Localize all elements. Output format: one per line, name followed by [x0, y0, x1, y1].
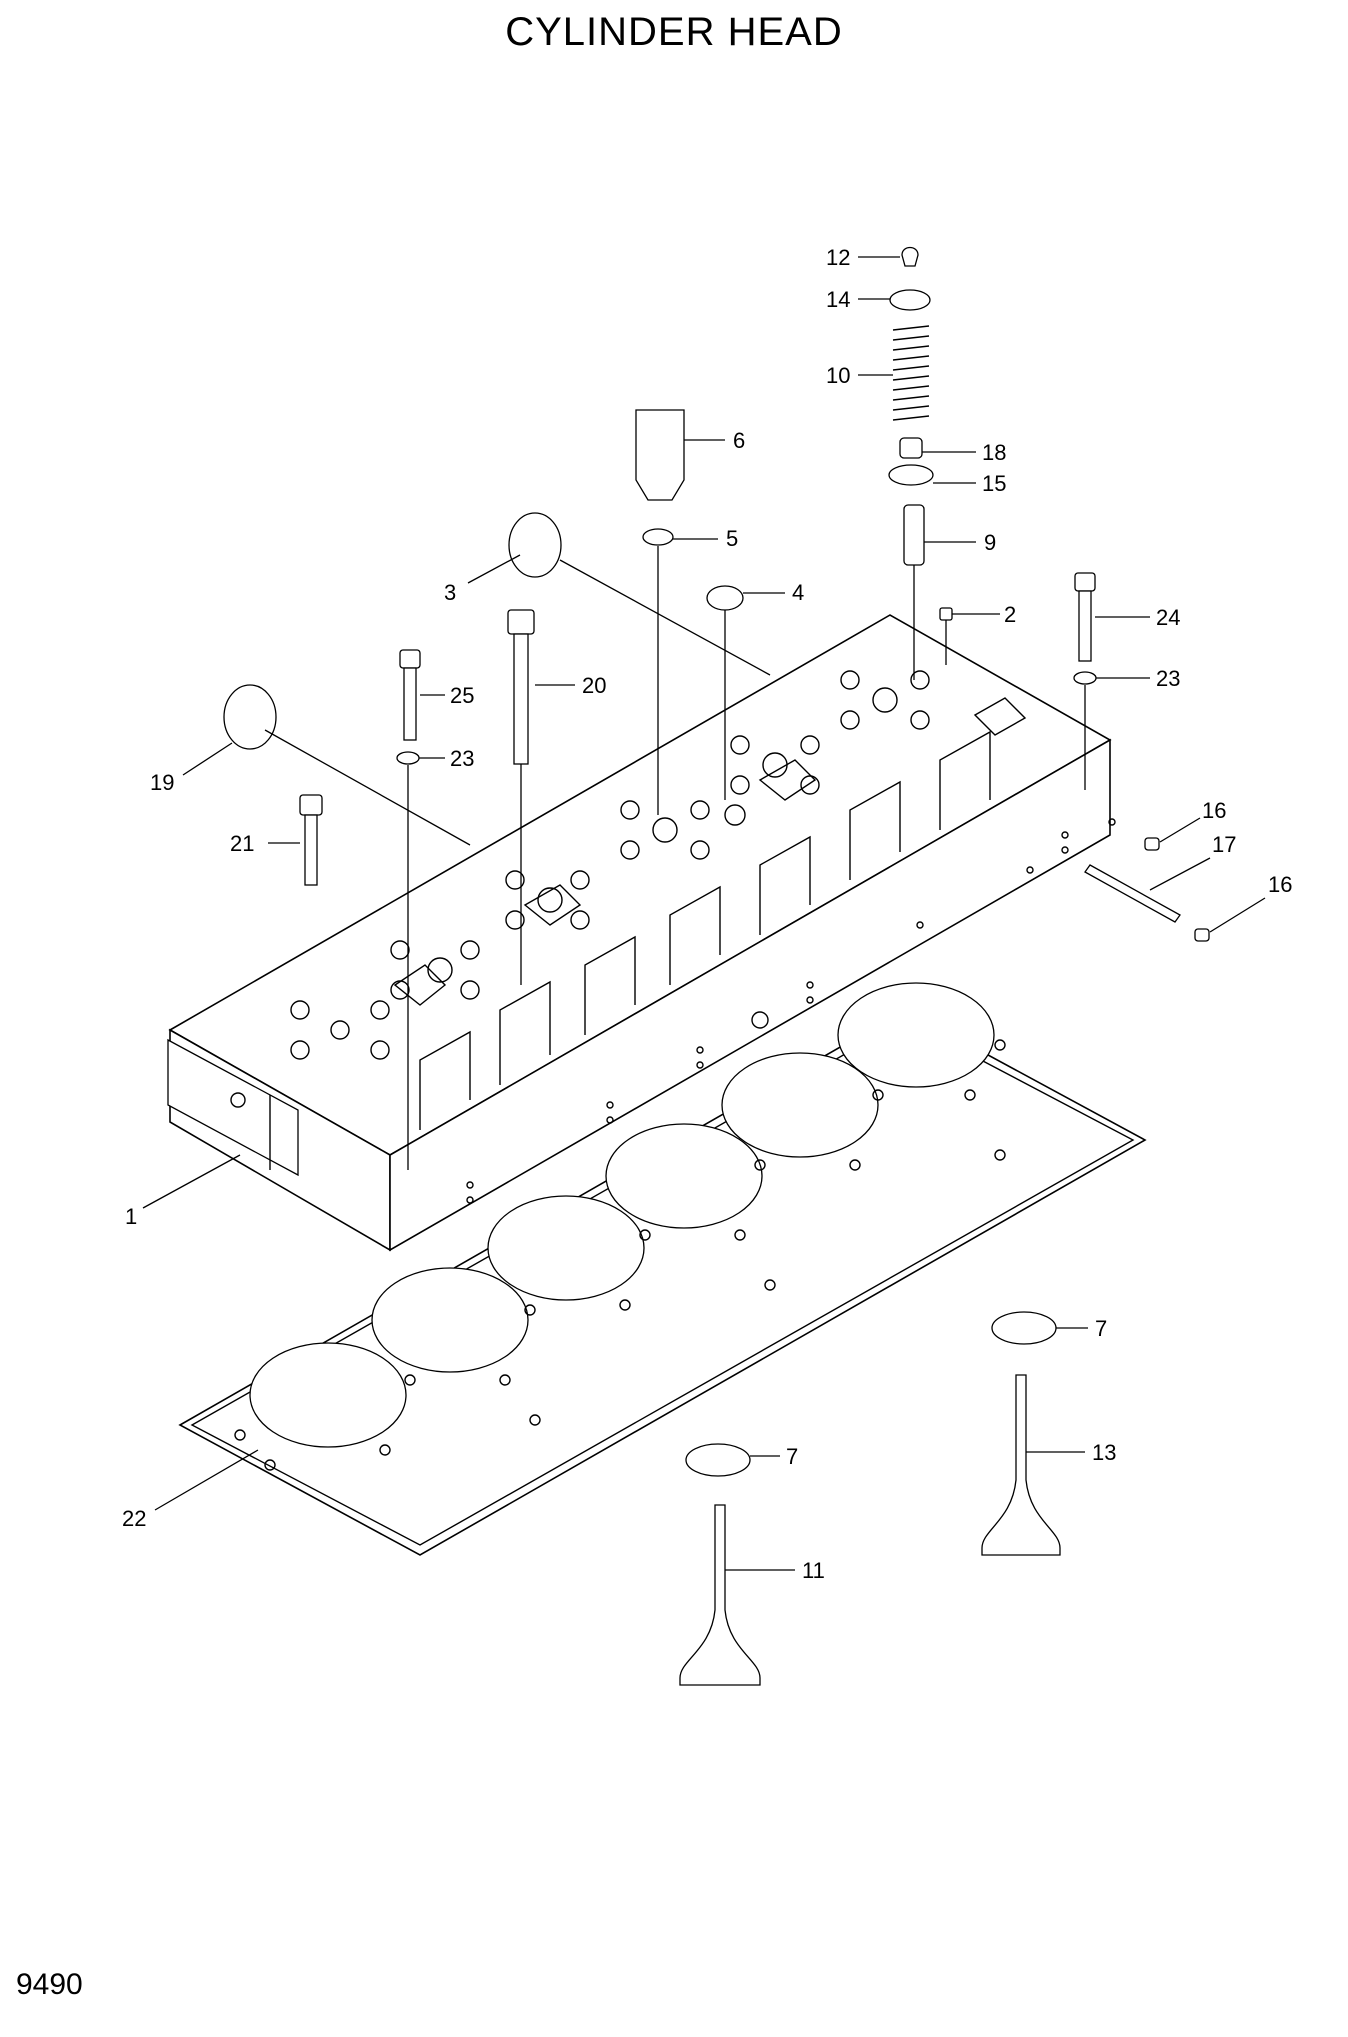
- part-bolt-25[interactable]: [399, 649, 421, 741]
- part-plug-16-lower[interactable]: [1194, 928, 1210, 942]
- part-valve-seat-7-right[interactable]: [991, 1311, 1057, 1345]
- callout-14: 14: [826, 287, 850, 312]
- callout-13: 13: [1092, 1440, 1116, 1465]
- callout-22: 22: [122, 1506, 146, 1531]
- part-bolt-20[interactable]: [507, 609, 535, 765]
- page-number: 9490: [16, 1968, 83, 2001]
- callout-11: 11: [802, 1558, 825, 1583]
- callout-18: 18: [982, 440, 1006, 465]
- part-seal-ring[interactable]: [706, 585, 744, 611]
- part-valve-stem-seal[interactable]: [899, 437, 923, 459]
- callout-21: 21: [230, 831, 254, 856]
- callout-16-lower: 16: [1268, 872, 1292, 897]
- part-bolt-21[interactable]: [299, 794, 323, 886]
- callout-23-right: 23: [1156, 666, 1180, 691]
- part-tube-17[interactable]: [1084, 864, 1181, 923]
- callout-7-left: 7: [786, 1444, 798, 1469]
- callout-15: 15: [982, 471, 1006, 496]
- callout-2: 2: [1004, 602, 1016, 627]
- callout-3: 3: [444, 580, 456, 605]
- part-valve-guide[interactable]: [903, 504, 925, 566]
- part-cylinder-head[interactable]: [167, 614, 1116, 1252]
- part-washer-23-left[interactable]: [396, 751, 420, 765]
- page-title: CYLINDER HEAD: [505, 10, 843, 54]
- callout-1: 1: [125, 1204, 137, 1229]
- callout-12: 12: [826, 245, 850, 270]
- callout-19: 19: [150, 770, 174, 795]
- callout-5: 5: [726, 526, 738, 551]
- part-valve-collet[interactable]: [901, 246, 919, 267]
- part-o-ring[interactable]: [642, 528, 674, 546]
- callout-17: 17: [1212, 832, 1236, 857]
- part-expansion-plug-19[interactable]: [223, 684, 277, 750]
- part-spring-seat[interactable]: [888, 464, 934, 486]
- callout-16-upper: 16: [1202, 798, 1226, 823]
- part-valve-spring[interactable]: [892, 322, 930, 424]
- callout-23-left: 23: [450, 746, 474, 771]
- callout-7-right: 7: [1095, 1316, 1107, 1341]
- part-valve-seat-7-left[interactable]: [685, 1443, 751, 1477]
- callout-10: 10: [826, 363, 850, 388]
- part-dowel-pin[interactable]: [939, 607, 953, 621]
- part-plug-16-upper[interactable]: [1144, 837, 1160, 851]
- part-injector-sleeve[interactable]: [635, 409, 685, 501]
- part-spring-retainer[interactable]: [889, 289, 931, 311]
- callout-24: 24: [1156, 605, 1180, 630]
- callout-25: 25: [450, 683, 474, 708]
- part-valve-13[interactable]: [981, 1374, 1061, 1556]
- callout-20: 20: [582, 673, 606, 698]
- callout-4: 4: [792, 580, 804, 605]
- part-head-gasket[interactable]: [178, 982, 1147, 1556]
- part-bolt-24[interactable]: [1074, 572, 1096, 662]
- callout-6: 6: [733, 428, 745, 453]
- part-expansion-plug-3[interactable]: [508, 512, 562, 578]
- part-valve-11[interactable]: [679, 1504, 761, 1686]
- callout-9: 9: [984, 530, 996, 555]
- part-washer-23-right[interactable]: [1073, 671, 1097, 685]
